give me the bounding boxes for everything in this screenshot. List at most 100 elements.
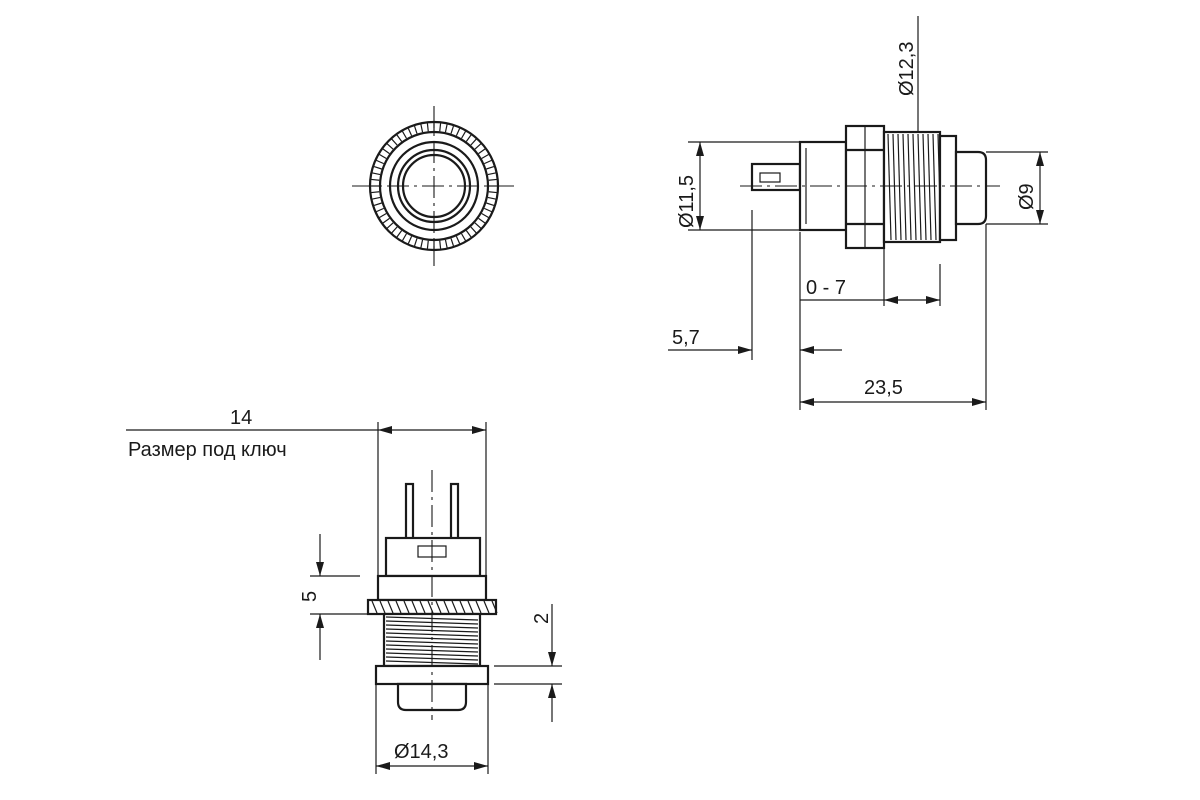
hatch-line <box>386 222 394 229</box>
hatch-line <box>887 133 892 241</box>
hatch-line <box>376 159 384 165</box>
hatch-line <box>387 600 394 614</box>
dim-h5: 5 <box>299 534 368 660</box>
dim-23-5: 23,5 <box>800 224 987 410</box>
hatch-line <box>481 212 489 219</box>
hatch-line <box>401 233 408 241</box>
hatch-line <box>470 226 477 234</box>
hatch-line <box>475 600 482 614</box>
hatch-line <box>484 207 492 213</box>
dim-label-wrench: 14 <box>230 407 252 429</box>
hatch-line <box>488 178 497 181</box>
hatch-line <box>487 172 496 176</box>
dim-label-23-5: 23,5 <box>864 377 903 399</box>
hatch-line <box>470 138 477 146</box>
dim-label-wrench-note: Размер под ключ <box>128 439 287 461</box>
hatch-line <box>379 153 387 160</box>
hatch-line <box>371 178 380 181</box>
hatch-line <box>907 133 912 241</box>
hatch-line <box>371 600 378 614</box>
thread-lines <box>887 133 942 241</box>
hatch-line <box>481 153 489 160</box>
hatch-line <box>927 133 932 241</box>
hatch-line <box>435 600 442 614</box>
hatch-line <box>478 217 486 224</box>
hatch-line <box>391 226 398 234</box>
dim-d9: Ø9 <box>986 151 1048 225</box>
hatch-line <box>413 125 418 134</box>
hatch-line <box>488 191 497 194</box>
hatch-line <box>373 165 382 170</box>
hatch-line <box>373 202 382 207</box>
hatch-line <box>478 148 486 155</box>
hatch-line <box>401 131 408 139</box>
hatch-line <box>407 236 413 244</box>
hatch-line <box>459 600 466 614</box>
hatch-line <box>396 134 403 142</box>
dim-wrench-14: 14 Размер под ключ <box>126 407 487 576</box>
hatch-line <box>372 172 381 176</box>
hatch-line <box>444 124 448 133</box>
dim-label-adjust: 0 - 7 <box>806 277 846 299</box>
hatch-line <box>403 600 410 614</box>
bottom-view <box>366 470 498 720</box>
hatch-line <box>379 600 386 614</box>
dim-5-7: 5,7 <box>668 210 842 410</box>
hatch-line <box>465 230 472 238</box>
hatch-line <box>413 238 418 247</box>
hatch-line <box>386 143 394 150</box>
hatch-line <box>372 196 381 200</box>
hatch-line <box>407 128 413 136</box>
hatch-line <box>491 600 498 614</box>
hatch-line <box>443 600 450 614</box>
hatch-line <box>450 238 455 247</box>
hatch-line <box>439 123 442 132</box>
hatch-line <box>451 600 458 614</box>
hatch-line <box>395 600 402 614</box>
hatch-line <box>902 133 907 241</box>
dim-d11-5: Ø11,5 <box>676 141 800 231</box>
hatch-line <box>376 207 384 213</box>
dim-d14-3: Ø14,3 <box>375 684 489 774</box>
hatch-line <box>486 165 495 170</box>
hatch-line <box>483 600 490 614</box>
hatch-line <box>419 600 426 614</box>
hatch-line <box>382 148 390 155</box>
hatch-line <box>455 236 461 244</box>
dim-label-d12-3: Ø12,3 <box>896 42 918 96</box>
hatch-line <box>444 239 448 248</box>
dim-h2: 2 <box>494 604 562 722</box>
dim-d12-3: Ø12,3 <box>896 16 919 132</box>
hatch-line <box>385 632 479 637</box>
hatch-line <box>439 240 442 249</box>
hatch-line <box>396 230 403 238</box>
hatch-line <box>484 159 492 165</box>
hatch-line <box>426 123 429 132</box>
hatch-line <box>892 133 897 241</box>
hatch-line <box>460 131 467 139</box>
dim-label-d11-5: Ø11,5 <box>676 175 698 228</box>
hatch-line <box>467 600 474 614</box>
hatch-line <box>917 133 922 241</box>
hatch-line <box>385 640 479 645</box>
hatch-line <box>420 124 424 133</box>
front-view <box>352 106 515 266</box>
dim-label-5-7: 5,7 <box>672 327 700 349</box>
hatch-line <box>379 212 387 219</box>
hatch-line <box>420 239 424 248</box>
hatch-line <box>922 133 927 241</box>
hatch-line <box>932 133 937 241</box>
dim-adjust-0-7: 0 - 7 <box>800 248 941 306</box>
hatch-line <box>897 133 902 241</box>
hatch-line <box>411 600 418 614</box>
hatch-line <box>391 138 398 146</box>
hatch-line <box>460 233 467 241</box>
hatch-line <box>487 196 496 200</box>
side-view <box>740 124 1000 250</box>
dim-label-h2: 2 <box>531 613 553 624</box>
hatch-line <box>465 134 472 142</box>
dim-label-d14-3: Ø14,3 <box>394 741 448 763</box>
hatch-line <box>450 125 455 134</box>
knurl-ring <box>371 123 497 249</box>
